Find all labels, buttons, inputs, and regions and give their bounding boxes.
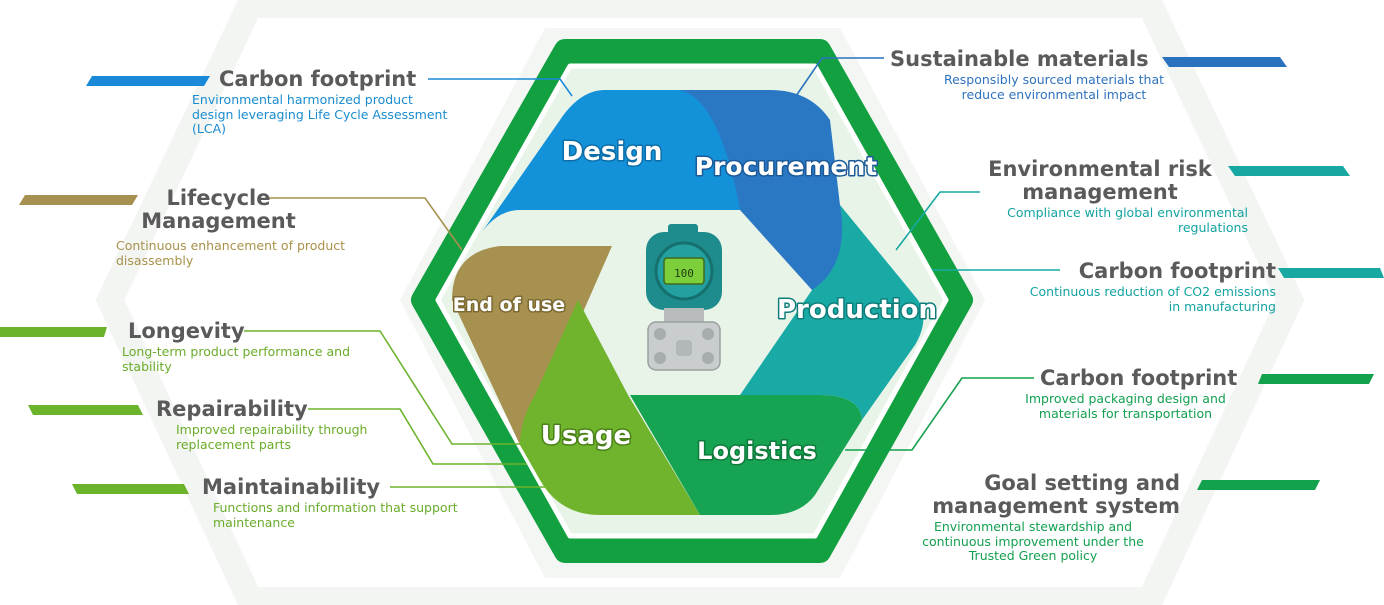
callout-desc: Improved packaging design and materials …: [1025, 391, 1226, 421]
segment-design: [482, 90, 740, 232]
connector-repairability: [308, 408, 527, 465]
callout-title: Carbon footprint: [1040, 366, 1238, 390]
callout-desc: Improved repairability through replaceme…: [176, 422, 368, 452]
accent-bar-maintainability: [72, 484, 189, 494]
callout-title: Sustainable materials: [890, 47, 1149, 71]
callout-desc: Continuous reduction of CO2 emissions in…: [1029, 284, 1276, 314]
accent-bar-design-carbon: [86, 76, 210, 86]
callout-desc: Functions and information that support m…: [213, 500, 458, 530]
segment-end-of-use: [452, 246, 612, 445]
callout-title: Goal setting and management system: [932, 471, 1180, 518]
callout-logistics-carbon: Carbon footprint Improved packaging desi…: [1018, 367, 1253, 421]
accent-bar-logistics-carbon: [1258, 374, 1374, 384]
accent-bar-longevity: [0, 327, 107, 337]
callout-desc: Compliance with global environmental reg…: [1007, 205, 1248, 235]
accent-bar-goal-setting: [1197, 480, 1320, 490]
callout-desc: Continuous enhancement of product disass…: [116, 238, 346, 268]
callout-desc: Environmental stewardship and continuous…: [922, 519, 1144, 563]
accent-bar-sustainable-materials: [1162, 57, 1287, 67]
callout-maintainability: Maintainability Functions and informatio…: [202, 476, 492, 530]
stage-label-logistics: Logistics: [697, 437, 817, 465]
connector-env-risk: [895, 191, 980, 251]
callout-repairability: Repairability Improved repairability thr…: [156, 398, 396, 452]
accent-bar-lifecycle: [19, 195, 138, 205]
stage-label-end-of-use: End of use: [453, 294, 565, 316]
callout-title: Longevity: [128, 319, 245, 343]
connector-sustainable-materials: [795, 57, 884, 97]
background-hexagon-outline: [95, 0, 1305, 605]
callout-env-risk: Environmental risk management Compliance…: [970, 158, 1248, 235]
connector-logistics-carbon: [845, 377, 1034, 451]
connector-longevity: [244, 330, 522, 445]
segment-production: [740, 205, 924, 420]
callout-lifecycle: Lifecycle Management Continuous enhancem…: [116, 187, 386, 268]
connector-design-carbon: [428, 78, 573, 97]
stage-label-usage: Usage: [541, 421, 631, 451]
callout-goal-setting: Goal setting and management system Envir…: [908, 472, 1188, 564]
callout-title: Environmental risk management: [988, 157, 1212, 204]
callout-desc: Responsibly sourced materials that reduc…: [943, 72, 1165, 102]
callout-sustainable-materials: Sustainable materials Responsibly source…: [890, 48, 1175, 102]
connector-lifecycle: [268, 197, 463, 251]
callout-desc: Environmental harmonized product design …: [192, 92, 448, 136]
callout-title: Carbon footprint: [219, 67, 417, 91]
segment-usage: [520, 300, 700, 515]
callout-desc: Long-term product performance and stabil…: [122, 344, 351, 374]
callout-title: Lifecycle Management: [141, 186, 296, 233]
accent-bar-env-risk: [1228, 166, 1350, 176]
callout-design-carbon: Carbon footprint Environmental harmonize…: [192, 68, 482, 137]
stage-label-production: Production: [777, 295, 937, 325]
callout-title: Carbon footprint: [1078, 259, 1276, 283]
callout-title: Repairability: [156, 397, 308, 421]
transmitter-display-value: 100: [674, 267, 694, 280]
pressure-transmitter-image: 100: [646, 224, 722, 371]
accent-bar-production-carbon: [1278, 268, 1384, 278]
accent-bar-repairability: [28, 405, 143, 415]
callout-title: Maintainability: [202, 475, 381, 499]
segment-logistics: [630, 395, 862, 515]
callout-production-carbon: Carbon footprint Continuous reduction of…: [1008, 260, 1276, 314]
callout-longevity: Longevity Long-term product performance …: [122, 320, 382, 374]
stage-label-design: Design: [562, 137, 663, 167]
stage-label-procurement: Procurement: [695, 152, 878, 181]
